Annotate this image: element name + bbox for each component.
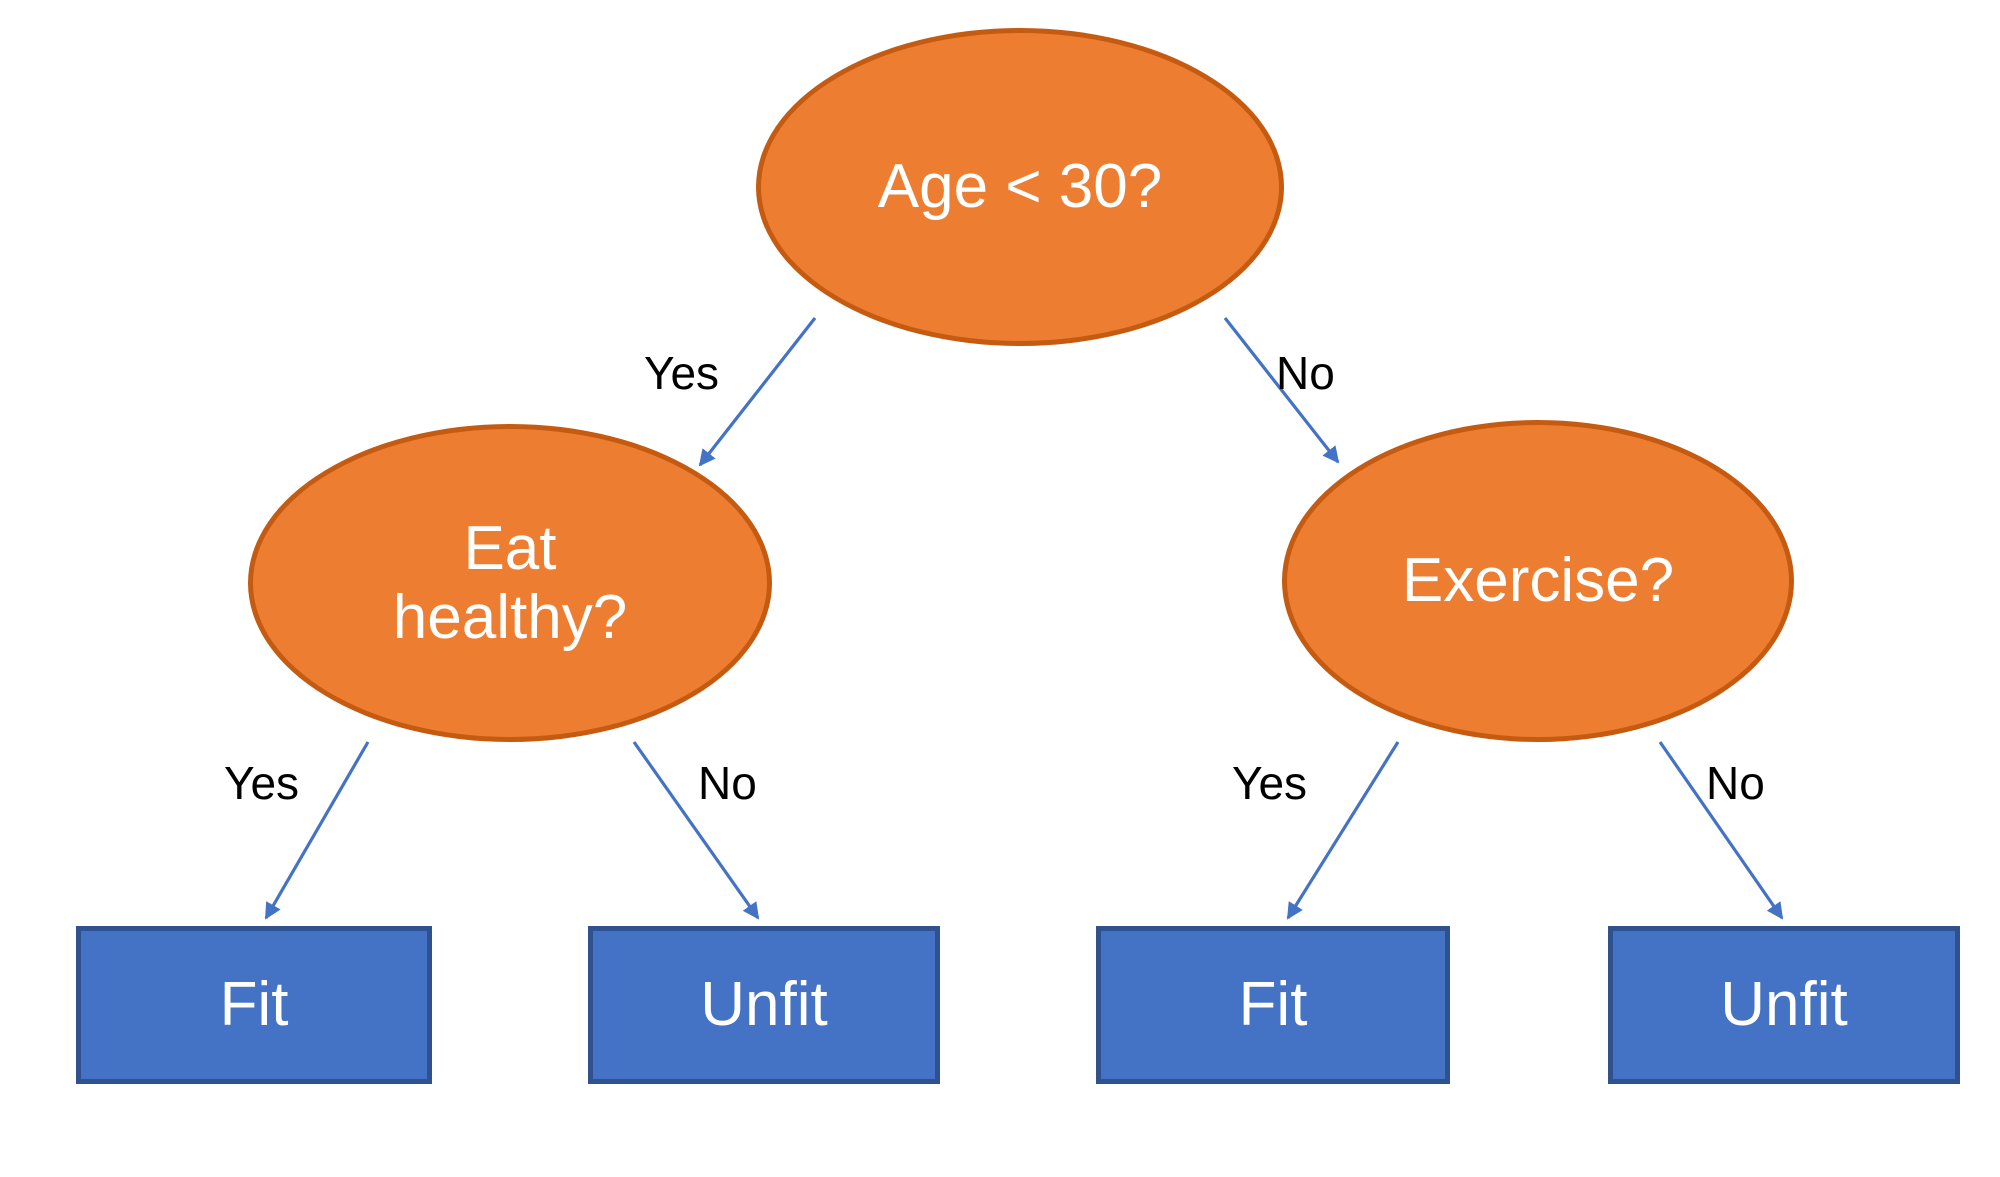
leaf-node-unfit-right[interactable]: Unfit	[1608, 926, 1960, 1084]
edge-label-exercise-no: No	[1706, 757, 1765, 809]
edge-label-eat-healthy-no: No	[698, 757, 757, 809]
edge-label-root-yes: Yes	[644, 347, 720, 399]
decision-node-eat-healthy[interactable]: Eat healthy?	[248, 424, 772, 742]
edge-label-root-no: No	[1276, 347, 1335, 399]
edge-label-eat-healthy-yes: Yes	[224, 757, 300, 809]
leaf-node-fit-right[interactable]: Fit	[1096, 926, 1450, 1084]
decision-node-exercise[interactable]: Exercise?	[1282, 420, 1794, 742]
edge-label-exercise-yes: Yes	[1232, 757, 1308, 809]
leaf-node-unfit-left[interactable]: Unfit	[588, 926, 940, 1084]
leaf-node-fit-left[interactable]: Fit	[76, 926, 432, 1084]
decision-node-age[interactable]: Age < 30?	[756, 28, 1284, 346]
